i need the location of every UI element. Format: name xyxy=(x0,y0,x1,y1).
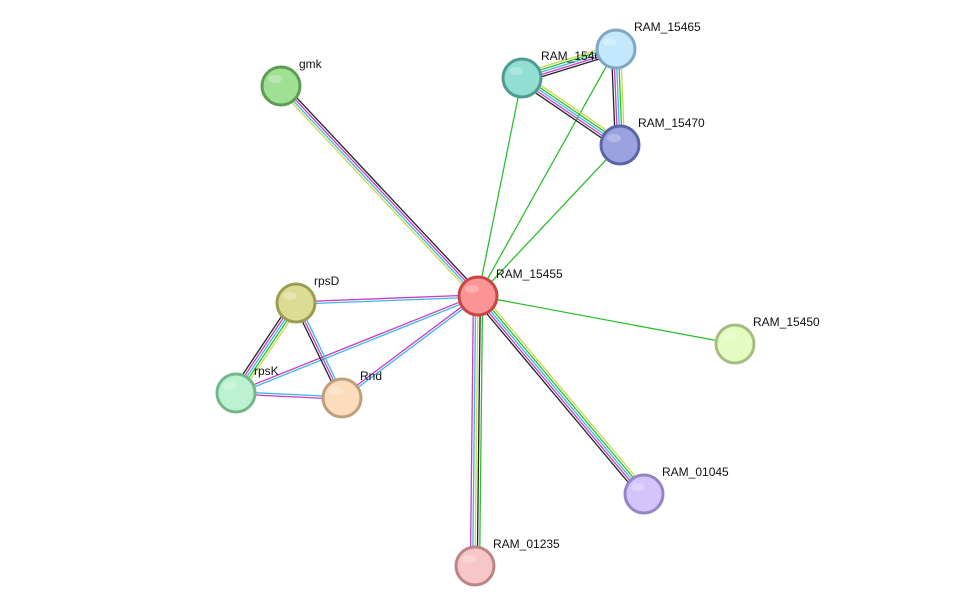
node-circle[interactable] xyxy=(595,28,637,70)
node-label: RAM_15465 xyxy=(634,20,701,34)
node-label: RAM_01235 xyxy=(493,537,560,551)
edge-line xyxy=(236,296,479,395)
edge-line xyxy=(475,297,643,496)
node-rpsD[interactable]: rpsD xyxy=(275,274,340,324)
node-highlight xyxy=(283,292,297,300)
edge-RAM_15455-RAM_01045 xyxy=(473,292,649,498)
node-circle[interactable] xyxy=(215,372,257,414)
node-gmk[interactable]: gmk xyxy=(260,57,323,107)
node-circle[interactable] xyxy=(623,473,665,515)
edge-RAM_15455-rpsK xyxy=(235,294,479,395)
edge-line xyxy=(278,87,476,299)
edge-line xyxy=(283,83,481,295)
node-circle[interactable] xyxy=(501,57,543,99)
node-label: RAM_15450 xyxy=(753,315,820,329)
edge-line xyxy=(472,295,477,566)
node-highlight xyxy=(462,555,476,563)
node-RAM_15450[interactable]: RAM_15450 xyxy=(714,315,820,365)
node-highlight xyxy=(223,382,237,390)
edge-line xyxy=(477,48,617,297)
edge-line xyxy=(342,296,480,400)
edge-line xyxy=(281,84,480,296)
edge-line xyxy=(473,298,641,498)
node-circle[interactable] xyxy=(321,377,363,419)
edge-line xyxy=(481,292,649,492)
node-highlight xyxy=(329,387,343,395)
edge-line xyxy=(279,86,478,298)
node-highlight xyxy=(465,285,479,293)
node-circle[interactable] xyxy=(275,282,317,324)
edge-RAM_15455-gmk xyxy=(278,83,481,299)
node-RAM_01235[interactable]: RAM_01235 xyxy=(454,537,560,587)
node-Rnd[interactable]: Rnd xyxy=(321,369,382,419)
edge-RAM_15455-RAM_15460 xyxy=(477,77,523,297)
edge-line xyxy=(477,295,645,495)
edge-RAM_15455-RAM_15465 xyxy=(477,48,617,297)
edge-RAM_15455-RAM_15450 xyxy=(477,295,736,345)
node-highlight xyxy=(603,38,617,46)
node-RAM_15460[interactable]: RAM_15460 xyxy=(501,49,608,99)
edge-line xyxy=(296,296,479,305)
edge-RAM_15455-rpsD xyxy=(295,294,479,305)
node-highlight xyxy=(631,483,645,491)
node-rpsK[interactable]: rpsK xyxy=(215,364,279,414)
node-label: RAM_15470 xyxy=(638,116,705,130)
edge-line xyxy=(474,295,479,567)
node-RAM_15465[interactable]: RAM_15465 xyxy=(595,20,701,70)
node-label: RAM_01045 xyxy=(662,465,729,479)
edge-RAM_15455-RAM_01235 xyxy=(469,295,484,567)
edge-line xyxy=(477,295,736,345)
edge-RAM_15455-Rnd xyxy=(340,294,480,400)
edge-line xyxy=(476,296,481,567)
node-label: rpsK xyxy=(254,364,279,378)
node-circle[interactable] xyxy=(260,65,302,107)
node-highlight xyxy=(509,67,523,75)
edge-RAM_15455-RAM_15470 xyxy=(477,144,621,297)
node-RAM_15470[interactable]: RAM_15470 xyxy=(599,116,705,166)
node-RAM_01045[interactable]: RAM_01045 xyxy=(623,465,729,515)
edge-line xyxy=(477,77,523,297)
node-circle[interactable] xyxy=(454,545,496,587)
edge-line xyxy=(340,294,478,398)
nodes-layer: RAM_15455 gmk RAM_15460 RAM_15465RAM_15470r… xyxy=(215,20,820,587)
node-circle[interactable] xyxy=(457,275,499,317)
edge-line xyxy=(235,294,478,393)
edge-line xyxy=(477,144,621,297)
node-label: RAM_15460 xyxy=(541,49,608,63)
node-label: Rnd xyxy=(360,369,382,383)
node-highlight xyxy=(722,333,736,341)
edge-line xyxy=(478,296,484,567)
node-label: gmk xyxy=(299,57,323,71)
node-highlight xyxy=(607,134,621,142)
edge-line xyxy=(469,295,475,566)
node-RAM_15455[interactable]: RAM_15455 xyxy=(457,267,563,317)
node-circle[interactable] xyxy=(714,323,756,365)
edge-line xyxy=(479,294,647,493)
edge-line xyxy=(295,294,478,303)
node-label: rpsD xyxy=(314,274,340,288)
node-circle[interactable] xyxy=(599,124,641,166)
node-label: RAM_15455 xyxy=(496,267,563,281)
node-highlight xyxy=(268,75,282,83)
